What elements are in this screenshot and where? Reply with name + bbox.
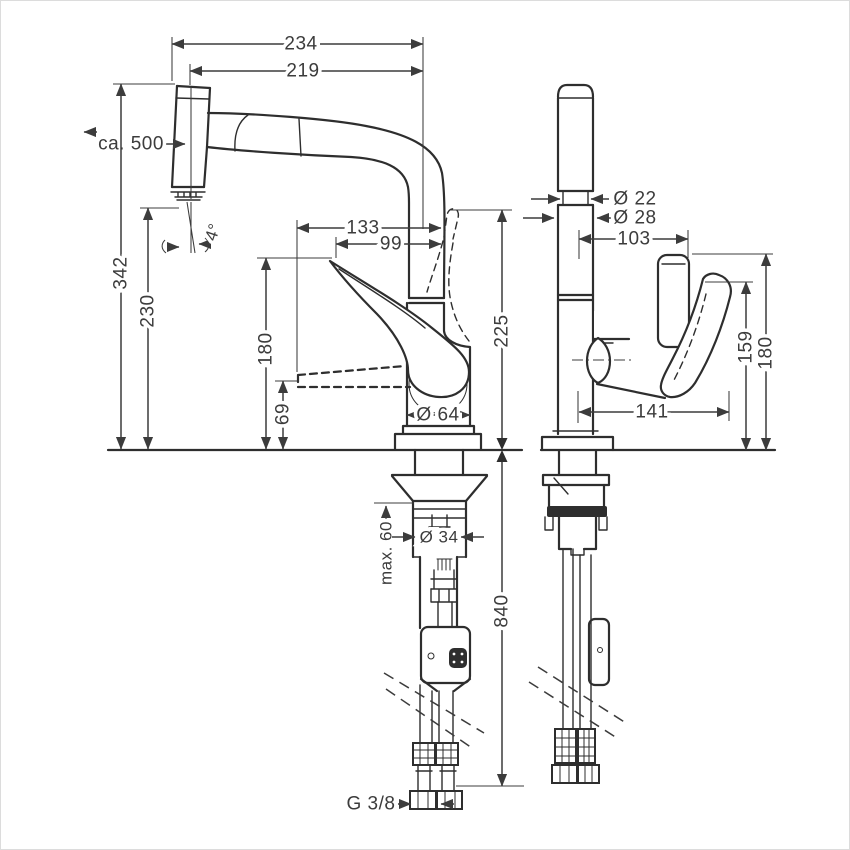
lever-front-tilted bbox=[659, 272, 732, 399]
faucet-front-view bbox=[539, 83, 777, 452]
dim-column-diameter: Ø 28 bbox=[613, 208, 656, 229]
dim-max-counter-thickness: max. 60 bbox=[377, 521, 396, 585]
dim-body-height: 225 bbox=[492, 314, 513, 347]
dim-handle-reach: 99 bbox=[380, 234, 402, 255]
lever-side bbox=[328, 259, 471, 399]
front-view-undercounter bbox=[528, 449, 627, 784]
dim-connection-thread: G 3/8 bbox=[347, 794, 396, 815]
lever-front bbox=[656, 253, 691, 349]
dim-tap-hole-diameter: Ø 34 bbox=[420, 528, 459, 547]
dim-hose-below-length: 840 bbox=[492, 594, 513, 627]
dim-handle-low-height: 69 bbox=[273, 403, 294, 425]
dim-spray-pipe-diameter: Ø 22 bbox=[613, 189, 656, 210]
gasket-band bbox=[547, 506, 607, 517]
dim-spout-height: 342 bbox=[111, 256, 132, 289]
dim-handle-offset: 103 bbox=[617, 229, 650, 250]
lever-raised-dashed bbox=[443, 208, 460, 240]
lever-lowered-dashed bbox=[296, 364, 412, 389]
spray-stream bbox=[186, 201, 196, 254]
dim-pullout-hose: ca. 500 bbox=[98, 134, 164, 155]
dim-handle-height: 180 bbox=[756, 336, 777, 369]
dim-outlet-height: 230 bbox=[138, 294, 159, 327]
dim-handle-reach-open: 133 bbox=[346, 218, 379, 239]
dim-handle-tip-height: 180 bbox=[256, 332, 277, 365]
dim-overall-projection: 234 bbox=[284, 34, 317, 55]
dim-spout-projection: 219 bbox=[286, 61, 319, 82]
hose-coupler-side bbox=[419, 625, 472, 685]
dimensions-side-view: 234 219 ca. 500 342 230 4° 133 99 180 69 bbox=[83, 30, 524, 818]
dim-base-diameter: Ø 64 bbox=[416, 405, 459, 426]
faucet-side-view bbox=[106, 84, 524, 452]
dim-handle-height-tilted: 159 bbox=[736, 330, 757, 363]
side-view-undercounter bbox=[383, 448, 489, 810]
dim-spray-angle: 4° bbox=[201, 221, 224, 243]
dimensions-front-view: Ø 22 Ø 28 103 159 180 141 bbox=[523, 185, 780, 451]
dim-handle-width: 141 bbox=[635, 402, 668, 423]
